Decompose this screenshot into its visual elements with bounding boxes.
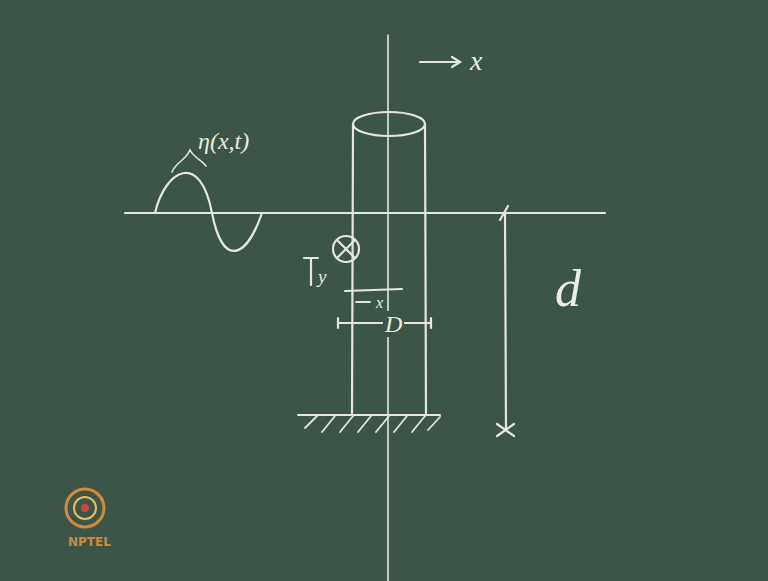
x-measure bbox=[345, 289, 402, 291]
wave-label: η(x,t) bbox=[196, 128, 251, 154]
arrow-head bbox=[452, 57, 460, 67]
cross bbox=[338, 241, 354, 257]
dimension-label: D bbox=[383, 311, 404, 337]
x-dash bbox=[356, 301, 370, 303]
logo-emblem bbox=[66, 489, 104, 527]
depth-tick bbox=[497, 424, 514, 436]
wave-profile bbox=[155, 173, 262, 251]
centre-line bbox=[387, 35, 389, 581]
diameter-tick bbox=[337, 318, 339, 328]
logo-text: NPTEL bbox=[66, 535, 113, 549]
cylinder-top bbox=[353, 112, 425, 136]
y-arrow-tick bbox=[304, 257, 318, 259]
depth-tick bbox=[500, 206, 508, 220]
cylinder-side bbox=[352, 124, 353, 415]
seabed-hatch bbox=[305, 415, 440, 432]
depth-line bbox=[505, 213, 506, 430]
direction-arrow bbox=[420, 61, 460, 63]
axis-label: x bbox=[468, 46, 484, 76]
water-surface bbox=[125, 212, 605, 214]
dimension-label: d bbox=[553, 262, 583, 316]
seabed bbox=[298, 414, 440, 416]
diameter-tick bbox=[430, 318, 432, 328]
cylinder-side bbox=[425, 124, 426, 415]
dimension-label: x bbox=[374, 294, 385, 312]
point-marker bbox=[333, 236, 359, 262]
depth-tick bbox=[497, 424, 514, 436]
y-arrow bbox=[310, 258, 312, 285]
cross bbox=[338, 241, 354, 257]
axis-label: y bbox=[316, 266, 328, 287]
